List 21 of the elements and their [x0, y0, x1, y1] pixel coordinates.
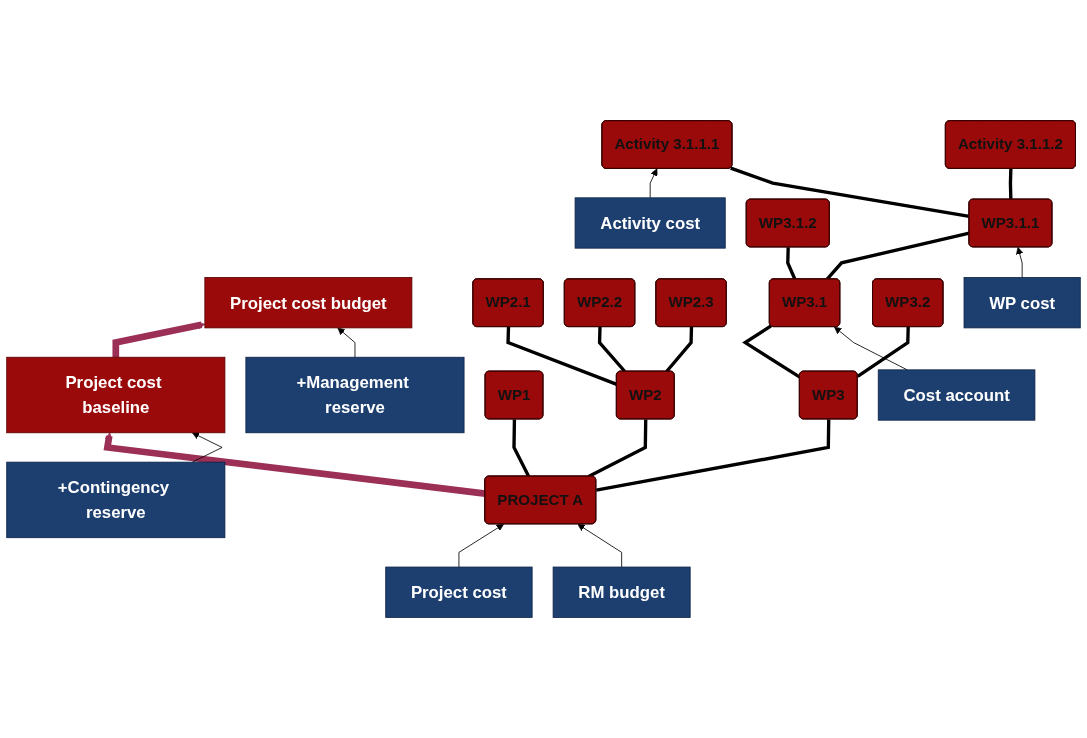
node-box: Cost account	[877, 369, 1036, 421]
connector	[1008, 168, 1013, 200]
node-box: Project cost budget	[204, 277, 413, 329]
arrow	[112, 321, 206, 358]
connector	[595, 419, 831, 492]
node-box: RM budget	[552, 566, 691, 618]
node-box: Activity cost	[574, 197, 726, 249]
connector	[786, 247, 797, 280]
node-box: +Management reserve	[245, 356, 465, 434]
connector	[597, 327, 627, 373]
node-box: +Contingency reserve	[6, 461, 226, 539]
connector	[730, 166, 970, 219]
connector	[512, 419, 531, 478]
connector	[506, 327, 618, 386]
connector	[856, 327, 910, 378]
node-box: Project cost baseline	[6, 356, 226, 434]
connector	[665, 327, 694, 373]
connector	[587, 419, 648, 478]
connector	[742, 324, 801, 379]
node-box: WP cost	[963, 277, 1081, 329]
node-box: Project cost	[385, 566, 533, 618]
